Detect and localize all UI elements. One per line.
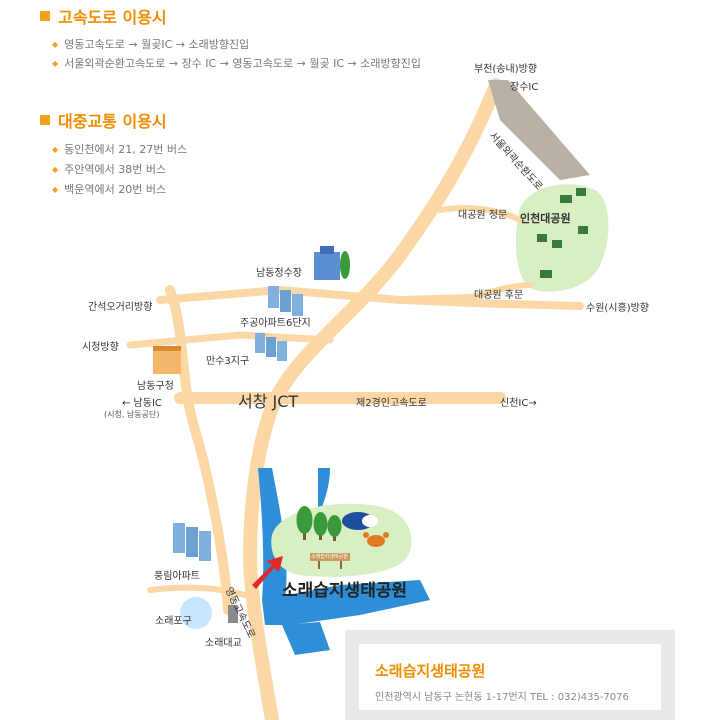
info-card: 소래습지생태공원 인천광역시 남동구 논현동 1-17번지 TEL : 032)… xyxy=(359,644,661,710)
diamond-bullet-icon: ◆ xyxy=(52,58,59,68)
label-sorae-bridge: 소래대교 xyxy=(205,638,242,649)
main-highway-road xyxy=(243,78,503,720)
transit-route-3: ◆ 백운역에서 20번 버스 xyxy=(52,183,167,196)
label-seochang-jct: 서창 JCT xyxy=(238,392,299,411)
park-front-road xyxy=(437,205,523,223)
park-sign-board xyxy=(310,553,350,561)
suwon-road xyxy=(401,296,584,310)
road-network xyxy=(126,78,584,720)
highway-route-1: ◆ 영동고속도로 → 월곶IC → 소래방향진입 xyxy=(52,38,250,51)
label-sincheon-ic: 신천IC→ xyxy=(500,398,537,409)
highway-title-text: 고속도로 이용시 xyxy=(58,8,167,27)
apartment-icon xyxy=(268,286,303,316)
seoul-ring-road xyxy=(488,80,590,180)
label-namdong-office: 남동구청 xyxy=(137,381,174,392)
label-namdong-ic: ← 남동IC xyxy=(122,398,162,409)
bullet-square-icon xyxy=(40,115,50,125)
label-namdong-water: 남동정수장 xyxy=(256,268,302,279)
info-title: 소래습지생태공원 xyxy=(375,662,486,680)
label-park-back-gate: 대공원 후문 xyxy=(474,290,524,301)
bridge-icon xyxy=(228,605,238,623)
label-park-front-gate: 대공원 정문 xyxy=(458,210,508,221)
sorae-port-marker xyxy=(180,597,212,629)
diamond-bullet-icon: ◆ xyxy=(52,164,59,174)
tree-icon xyxy=(296,506,342,541)
park-house-icon xyxy=(537,188,588,278)
bird-icon xyxy=(342,512,378,530)
label-gansuk: 간석오거리방향 xyxy=(88,302,153,313)
crab-icon xyxy=(363,532,389,547)
label-sorae-park: 소래습지생태공원 xyxy=(282,581,408,601)
transit-title-text: 대중교통 이용시 xyxy=(58,112,167,131)
label-jugong-apt: 주공아파트6단지 xyxy=(240,318,311,329)
info-box: 소래습지생태공원 인천광역시 남동구 논현동 1-17번지 TEL : 032)… xyxy=(345,630,675,720)
apartment-icon xyxy=(173,523,211,561)
diamond-bullet-icon: ◆ xyxy=(52,184,59,194)
label-bucheon: 부천(송내)방향 xyxy=(474,64,538,75)
location-arrow-icon xyxy=(252,556,283,589)
office-building-icon xyxy=(153,346,181,374)
label-city-hall-dir: 시청방향 xyxy=(82,342,119,353)
incheon-park-area xyxy=(515,184,609,292)
bullet-square-icon xyxy=(40,11,50,21)
transit-section-title: 대중교통 이용시 xyxy=(40,108,167,132)
label-mansu: 만수3지구 xyxy=(206,356,250,367)
highway-route-2: ◆ 서울외곽순환고속도로 → 장수 IC → 영동고속도로 → 월곶 IC → … xyxy=(52,57,421,70)
cityhall-road xyxy=(126,331,334,349)
label-jangsu-ic: 장수IC xyxy=(510,82,539,93)
label-park-sign: 소래습지생태공원 xyxy=(311,554,348,560)
diamond-bullet-icon: ◆ xyxy=(52,39,59,49)
label-second-gyeongin: 제2경인고속도로 xyxy=(356,398,427,409)
transit-route-1: ◆ 동인천에서 21, 27번 버스 xyxy=(52,143,188,156)
apartment-icon xyxy=(255,333,287,361)
transit-route-2: ◆ 주안역에서 38번 버스 xyxy=(52,163,167,176)
label-pungrim-apt: 풍림아파트 xyxy=(154,571,200,582)
building-icon xyxy=(314,246,350,280)
diamond-bullet-icon: ◆ xyxy=(52,144,59,154)
park-back-road xyxy=(467,282,533,301)
label-namdong-ic-sub: (시청, 남동공단) xyxy=(104,410,160,419)
pungrim-road xyxy=(147,584,248,598)
highway-section-title: 고속도로 이용시 xyxy=(40,4,167,28)
west-curve-road xyxy=(165,285,233,615)
label-sorae-port: 소래포구 xyxy=(155,616,192,627)
label-incheon-park: 인천대공원 xyxy=(520,212,571,225)
water-area xyxy=(258,468,430,655)
info-address: 인천광역시 남동구 논현동 1-17번지 TEL : 032)435-7076 xyxy=(375,692,629,703)
label-suwon: 수원(시흥)방향 xyxy=(586,303,650,314)
